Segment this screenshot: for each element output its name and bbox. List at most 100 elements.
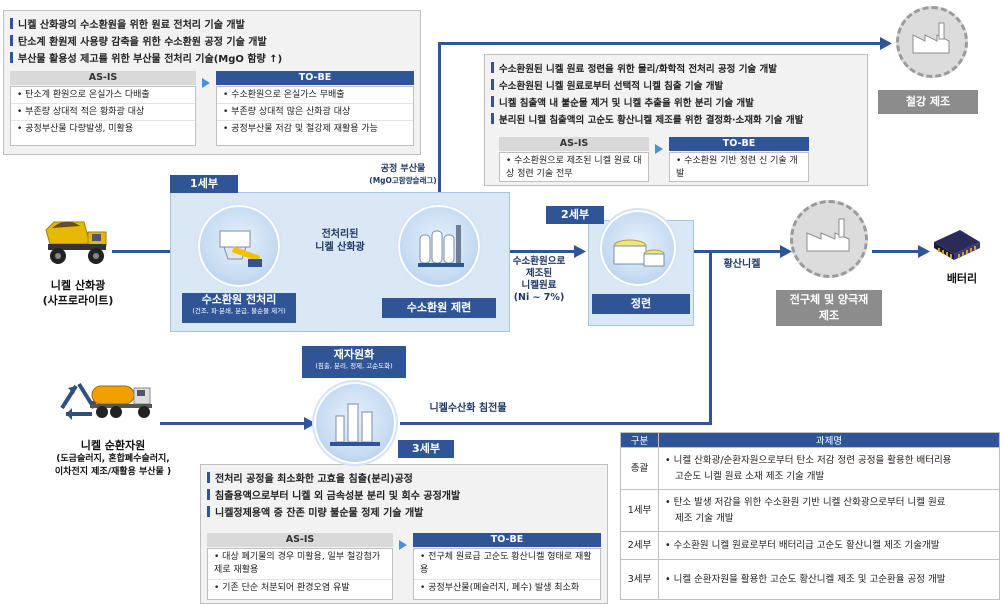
battery-label: 배터리 bbox=[946, 272, 978, 285]
asis-item: • 공정부산물 다량발생, 미활용 bbox=[17, 124, 134, 134]
purification-icon bbox=[598, 208, 678, 288]
tobe-list: • 수소환원으로 온실가스 무배출 • 부존량 상대적 많은 산화광 대상 • … bbox=[216, 86, 414, 146]
row-task: • 니켈 순환자원을 활용한 고순도 황산니켈 제조 및 고순환율 공정 개발 bbox=[658, 559, 1000, 600]
steel-manufacturing-label: 철강 제조 bbox=[878, 90, 978, 114]
pretreated-ore-label: 전처리된 니켈 산화광 bbox=[315, 229, 365, 253]
step3-tag: 3세부 bbox=[398, 440, 454, 458]
crucible-tanks-icon bbox=[613, 239, 665, 267]
precursor-cathode-label: 전구체 및 양극재 제조 bbox=[776, 290, 882, 326]
bullet-item: 전처리 공정을 최소화한 고효율 침출(분리)공정 bbox=[207, 469, 460, 486]
tanker-truck-icon bbox=[90, 385, 152, 418]
chemical-plant-icon bbox=[330, 403, 380, 446]
steel-factory-icon bbox=[896, 6, 968, 78]
table-row: 3세부 • 니켈 순환자원을 활용한 고순도 황산니켈 제조 및 고순환율 공정… bbox=[620, 559, 1000, 600]
bullet-item: 침출용액으로부터 니켈 외 금속성분 분리 및 회수 공정개발 bbox=[207, 486, 460, 503]
tobe-item: • 공정부산물(폐슬러지, 폐수) 발생 최소화 bbox=[420, 583, 580, 593]
asis-header: AS-IS bbox=[10, 71, 196, 85]
chevron-right-icon bbox=[202, 78, 210, 88]
tobe-item: • 전구체 원료급 고순도 황산니켈 형태로 재활용 bbox=[414, 549, 600, 580]
bullet-item: 니켈 침출액 내 불순물 제거 및 니켈 추출을 위한 분리 기술 개발 bbox=[491, 93, 803, 110]
flow-line bbox=[438, 42, 441, 202]
purification-label: 정련 bbox=[592, 294, 690, 314]
table-header-category: 구분 bbox=[620, 432, 659, 448]
bullet-item: 니켈정제용액 중 잔존 미량 불순물 정제 기술 개발 bbox=[207, 503, 460, 520]
bullet-item: 니켈 산화광의 수소환원을 위한 원료 전처리 기술 개발 bbox=[10, 15, 282, 32]
step3-description-box: 전처리 공정을 최소화한 고효율 침출(분리)공정 침출용액으로부터 니켈 외 … bbox=[200, 464, 608, 604]
tobe-header: TO-BE bbox=[413, 533, 601, 547]
flow-line bbox=[709, 252, 712, 425]
table-row: 1세부 • 탄소 발생 저감을 위한 수소환원 기반 니켈 산화광으로부터 니켈… bbox=[620, 489, 1000, 532]
row-label: 2세부 bbox=[620, 531, 659, 560]
flow-line bbox=[694, 250, 784, 253]
tobe-list: • 수소환원 기반 정련 신 기술 개발 bbox=[669, 152, 809, 182]
recycling-plant-icon bbox=[312, 380, 398, 466]
hopper-machine-icon bbox=[219, 230, 262, 267]
row-label: 3세부 bbox=[620, 559, 659, 600]
arrow-head-icon bbox=[574, 245, 586, 258]
factory-icon bbox=[912, 22, 950, 54]
chevron-right-icon bbox=[655, 144, 663, 154]
tobe-item: • 수소환원으로 온실가스 무배출 bbox=[217, 87, 413, 104]
pretreatment-label: 수소환원 전처리 (건조, 파·분쇄, 분급, 불순물 제거) bbox=[182, 293, 296, 323]
flow-line bbox=[490, 250, 578, 253]
bullet-item: 분리된 니켈 침출액의 고순도 황산니켈 제조를 위한 결정화·소재화 기술 개… bbox=[491, 110, 803, 127]
asis-item: • 탄소계 환원으로 온실가스 다배출 bbox=[11, 87, 195, 104]
tobe-item: • 수소환원 기반 정련 신 기술 개발 bbox=[676, 156, 798, 179]
arrow-head-icon bbox=[918, 245, 930, 258]
nickel-ore-label: 니켈 산화광 (사프로라이트) bbox=[42, 279, 114, 307]
asis-list: • 대상 폐기물의 경우 미활용, 일부 철강첨가제로 재활용 • 기존 단순 … bbox=[207, 548, 393, 600]
arrow-head-icon bbox=[880, 37, 892, 50]
reduced-nickel-label: 수소환원으로 제조된 니켈원료 (Ni ~ 7%) bbox=[512, 256, 566, 303]
nickel-sulfate-label: 황산니켈 bbox=[723, 259, 761, 270]
factory-icon bbox=[806, 218, 850, 252]
row-task: • 수소환원 니켈 원료로부터 배터리급 고순도 황산니켈 제조 기술개발 bbox=[658, 531, 1000, 560]
flow-line bbox=[160, 422, 308, 425]
flow-line bbox=[872, 250, 922, 253]
battery-chip-icon bbox=[934, 230, 980, 260]
bullet-item: 부산물 활용성 제고를 위한 부산물 전처리 기술(MgO 함량 ↑) bbox=[10, 49, 282, 66]
reduction-smelting-label: 수소환원 제련 bbox=[382, 298, 496, 318]
row-label: 총괄 bbox=[620, 447, 659, 490]
asis-list: • 탄소계 환원으로 온실가스 다배출 • 부존량 상대적 적은 황화광 대상 … bbox=[10, 86, 196, 146]
flow-line bbox=[400, 422, 712, 425]
arrow-head-icon bbox=[780, 245, 792, 258]
step2-tag: 2세부 bbox=[546, 206, 604, 224]
reduction-smelting-icon bbox=[396, 203, 482, 289]
step1-tag: 1세부 bbox=[170, 175, 238, 193]
asis-header: AS-IS bbox=[499, 137, 649, 151]
bullet-item: 수소환원된 니켈 원료로부터 선택적 니켈 침출 기술 개발 bbox=[491, 76, 803, 93]
tobe-item: • 부존량 상대적 많은 산화광 대상 bbox=[217, 104, 413, 121]
arrow-head-icon bbox=[304, 417, 316, 430]
chevron-right-icon bbox=[399, 540, 407, 550]
asis-item: • 대상 폐기물의 경우 미활용, 일부 철강첨가제로 재활용 bbox=[208, 549, 392, 580]
pretreatment-icon bbox=[196, 203, 282, 289]
step1-description-box: 니켈 산화광의 수소환원을 위한 원료 전처리 기술 개발 탄소계 환원제 사용… bbox=[3, 10, 421, 155]
tobe-item: • 공정부산물 저감 및 철강제 재활용 가능 bbox=[223, 124, 378, 134]
table-row: 총괄 • 니켈 산화광/순환자원으로부터 탄소 저감 정련 공정을 활용한 배터… bbox=[620, 447, 1000, 490]
bullet-item: 수소환원된 니켈 원료 정련을 위한 물리/화학적 전처리 공정 기술 개발 bbox=[491, 59, 803, 76]
table-row: 2세부 • 수소환원 니켈 원료로부터 배터리급 고순도 황산니켈 제조 기술개… bbox=[620, 531, 1000, 560]
asis-item: • 부존량 상대적 적은 황화광 대상 bbox=[11, 104, 195, 121]
recycling-label: 재자원화 (침출, 분리, 정제, 고순도화) bbox=[302, 346, 406, 378]
recycled-nickel-label: 니켈 순환자원 (도금슬러지, 혼합폐수슬러지, 이차전지 제조/재활용 부산물… bbox=[54, 439, 172, 477]
byproduct-label: 공정 부산물 (MgO고함량슬래그) bbox=[369, 164, 437, 185]
tobe-header: TO-BE bbox=[216, 71, 414, 85]
asis-item: • 기존 단순 처분되어 환경오염 유발 bbox=[214, 583, 350, 593]
tobe-header: TO-BE bbox=[669, 137, 809, 151]
flow-line bbox=[438, 42, 884, 45]
task-table: 구분 과제명 총괄 • 니켈 산화광/순환자원으로부터 탄소 저감 정련 공정을… bbox=[620, 432, 1000, 600]
table-header-task: 과제명 bbox=[658, 432, 1000, 448]
flow-line bbox=[112, 250, 196, 253]
asis-list: • 수소환원으로 제조된 니켈 원료 대상 정련 기술 전무 bbox=[499, 152, 649, 182]
nickel-hydroxide-label: 니켈수산화 침전물 bbox=[429, 403, 507, 414]
smelter-tanks-icon bbox=[418, 225, 464, 267]
step2-description-box: 수소환원된 니켈 원료 정련을 위한 물리/화학적 전처리 공정 기술 개발 수… bbox=[484, 54, 868, 186]
precursor-factory-icon bbox=[790, 200, 868, 278]
asis-item: • 수소환원으로 제조된 니켈 원료 대상 정련 기술 전무 bbox=[506, 156, 642, 179]
row-label: 1세부 bbox=[620, 489, 659, 532]
asis-header: AS-IS bbox=[207, 533, 393, 547]
dump-truck-icon bbox=[45, 221, 107, 264]
tobe-list: • 전구체 원료급 고순도 황산니켈 형태로 재활용 • 공정부산물(폐슬러지,… bbox=[413, 548, 601, 600]
